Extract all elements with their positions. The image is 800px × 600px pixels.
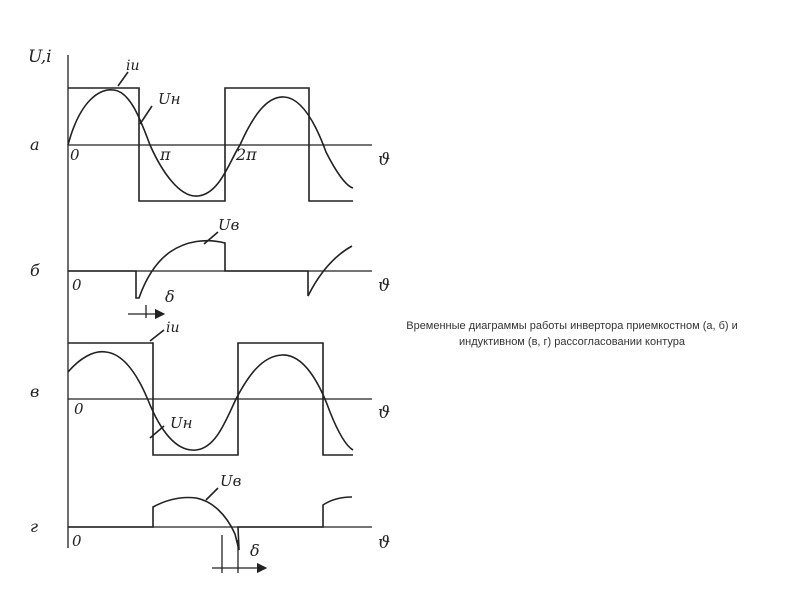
panel-d-delta-label: δ (250, 541, 260, 560)
panel-b: б 0 ϑ δ Uв (30, 216, 390, 320)
panel-a: а 0 π 2π ϑ iи Uн (30, 58, 390, 202)
panel-d-valve-voltage (68, 496, 353, 551)
panel-d: г 0 ϑ δ Uв (30, 472, 390, 574)
panel-a-current-leader (117, 71, 129, 87)
panel-c-origin: 0 (74, 400, 84, 418)
panel-c-current-leader (149, 329, 165, 342)
panel-c-x-symbol: ϑ (378, 403, 390, 423)
panel-d-x-symbol: ϑ (378, 533, 390, 553)
panel-d-origin: 0 (72, 532, 82, 550)
panel-a-label: а (30, 135, 40, 154)
panel-a-current-label: iи (126, 58, 140, 74)
panel-b-delta-label: δ (165, 287, 175, 306)
panel-a-x-symbol: ϑ (378, 150, 390, 170)
panel-b-x-symbol: ϑ (378, 276, 390, 296)
panel-c: в 0 ϑ iи Uн (30, 320, 390, 456)
panel-b-valve-label: Uв (218, 216, 240, 234)
panel-b-valve-voltage (68, 239, 353, 299)
panel-a-voltage-sine (67, 89, 354, 197)
y-axis-label: U,i (28, 47, 52, 67)
panel-d-label: г (30, 517, 38, 536)
caption-line-2: индуктивном (в, г) рассогласовании конту… (459, 336, 685, 348)
panel-d-valve-label: Uв (220, 472, 242, 490)
figure-caption: Временные диаграммы работы инвертора при… (368, 318, 776, 350)
panel-b-origin: 0 (72, 276, 82, 294)
panel-b-valve-leader (203, 231, 219, 245)
panel-c-current-square (68, 342, 353, 456)
panel-c-voltage-sine (67, 350, 354, 451)
panel-d-valve-leader (205, 487, 219, 501)
panel-b-label: б (30, 261, 40, 280)
panel-a-voltage-label: Uн (158, 90, 181, 108)
panel-c-voltage-label: Uн (170, 414, 193, 432)
panel-c-current-label: iи (166, 320, 180, 336)
panel-a-two-pi: 2π (235, 145, 257, 164)
panel-a-pi: π (159, 145, 171, 164)
panel-c-voltage-leader (149, 425, 165, 439)
caption-line-1: Временные диаграммы работы инвертора при… (406, 320, 738, 332)
panel-a-voltage-leader (139, 105, 153, 125)
panel-c-label: в (30, 382, 39, 401)
panel-a-origin: 0 (70, 146, 80, 164)
panel-a-current-square (68, 87, 353, 202)
